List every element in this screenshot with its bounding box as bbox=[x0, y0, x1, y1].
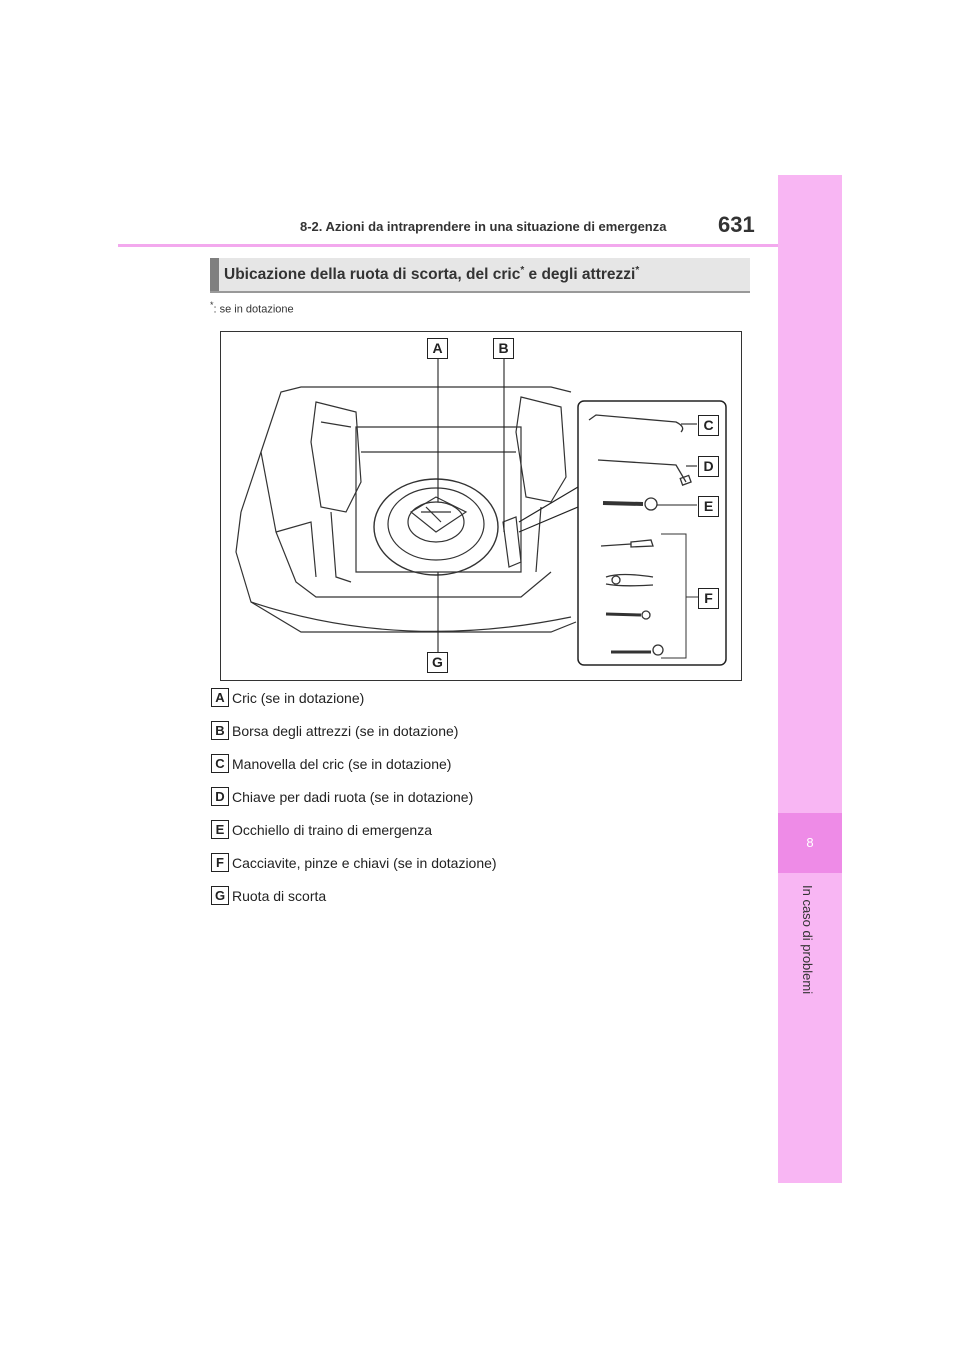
legend-item: E Occhiello di traino di emergenza bbox=[211, 820, 751, 853]
title-part-1: Ubicazione della ruota di scorta, del cr… bbox=[224, 266, 521, 284]
legend-item: D Chiave per dadi ruota (se in dotazione… bbox=[211, 787, 751, 820]
legend-key-A: A bbox=[211, 688, 229, 707]
legend-text-D: Chiave per dadi ruota (se in dotazione) bbox=[232, 789, 474, 805]
section-title-bar: Ubicazione della ruota di scorta, del cr… bbox=[210, 258, 750, 293]
legend-item: A Cric (se in dotazione) bbox=[211, 688, 751, 721]
legend-text-B: Borsa degli attrezzi (se in dotazione) bbox=[232, 723, 459, 739]
legend-key-E: E bbox=[211, 820, 229, 839]
header-divider bbox=[118, 244, 778, 247]
page-number: 631 bbox=[718, 212, 755, 237]
legend-key-C: C bbox=[211, 754, 229, 773]
footnote-marker: * bbox=[210, 300, 214, 310]
legend-text-A: Cric (se in dotazione) bbox=[232, 690, 365, 706]
callout-B: B bbox=[493, 338, 514, 359]
legend-key-F: F bbox=[211, 853, 229, 872]
chapter-number-tab[interactable]: 8 bbox=[778, 813, 842, 873]
legend-key-G: G bbox=[211, 886, 229, 905]
section-title: Ubicazione della ruota di scorta, del cr… bbox=[224, 265, 639, 284]
legend-item: B Borsa degli attrezzi (se in dotazione) bbox=[211, 721, 751, 754]
side-tab-strip bbox=[778, 175, 842, 1183]
footnote: *: se in dotazione bbox=[210, 300, 294, 316]
legend-item: F Cacciavite, pinze e chiavi (se in dota… bbox=[211, 853, 751, 886]
legend-text-G: Ruota di scorta bbox=[232, 888, 327, 904]
title-part-2: e degli attrezzi bbox=[524, 266, 636, 284]
callout-D: D bbox=[698, 456, 719, 477]
legend-item: C Manovella del cric (se in dotazione) bbox=[211, 754, 751, 787]
legend-text-F: Cacciavite, pinze e chiavi (se in dotazi… bbox=[232, 855, 497, 871]
callout-F: F bbox=[698, 588, 719, 609]
legend-item: G Ruota di scorta bbox=[211, 886, 751, 919]
legend-key-D: D bbox=[211, 787, 229, 806]
callout-E: E bbox=[698, 496, 719, 517]
legend-text-E: Occhiello di traino di emergenza bbox=[232, 822, 432, 838]
legend-list: A Cric (se in dotazione) B Borsa degli a… bbox=[211, 688, 751, 919]
trunk-illustration: A B C D E F G bbox=[220, 331, 742, 681]
callout-G: G bbox=[427, 652, 448, 673]
chapter-title-vertical: In caso di problemi bbox=[800, 885, 815, 995]
section-heading: 8-2. Azioni da intraprendere in una situ… bbox=[300, 219, 667, 234]
trunk-drawing bbox=[235, 355, 727, 666]
legend-key-B: B bbox=[211, 721, 229, 740]
title-asterisk-2: * bbox=[635, 265, 640, 276]
footnote-text: : se in dotazione bbox=[213, 303, 294, 316]
title-asterisk-1: * bbox=[520, 265, 525, 276]
legend-text-C: Manovella del cric (se in dotazione) bbox=[232, 756, 452, 772]
callout-A: A bbox=[427, 338, 448, 359]
title-accent bbox=[210, 258, 219, 291]
callout-C: C bbox=[698, 415, 719, 436]
